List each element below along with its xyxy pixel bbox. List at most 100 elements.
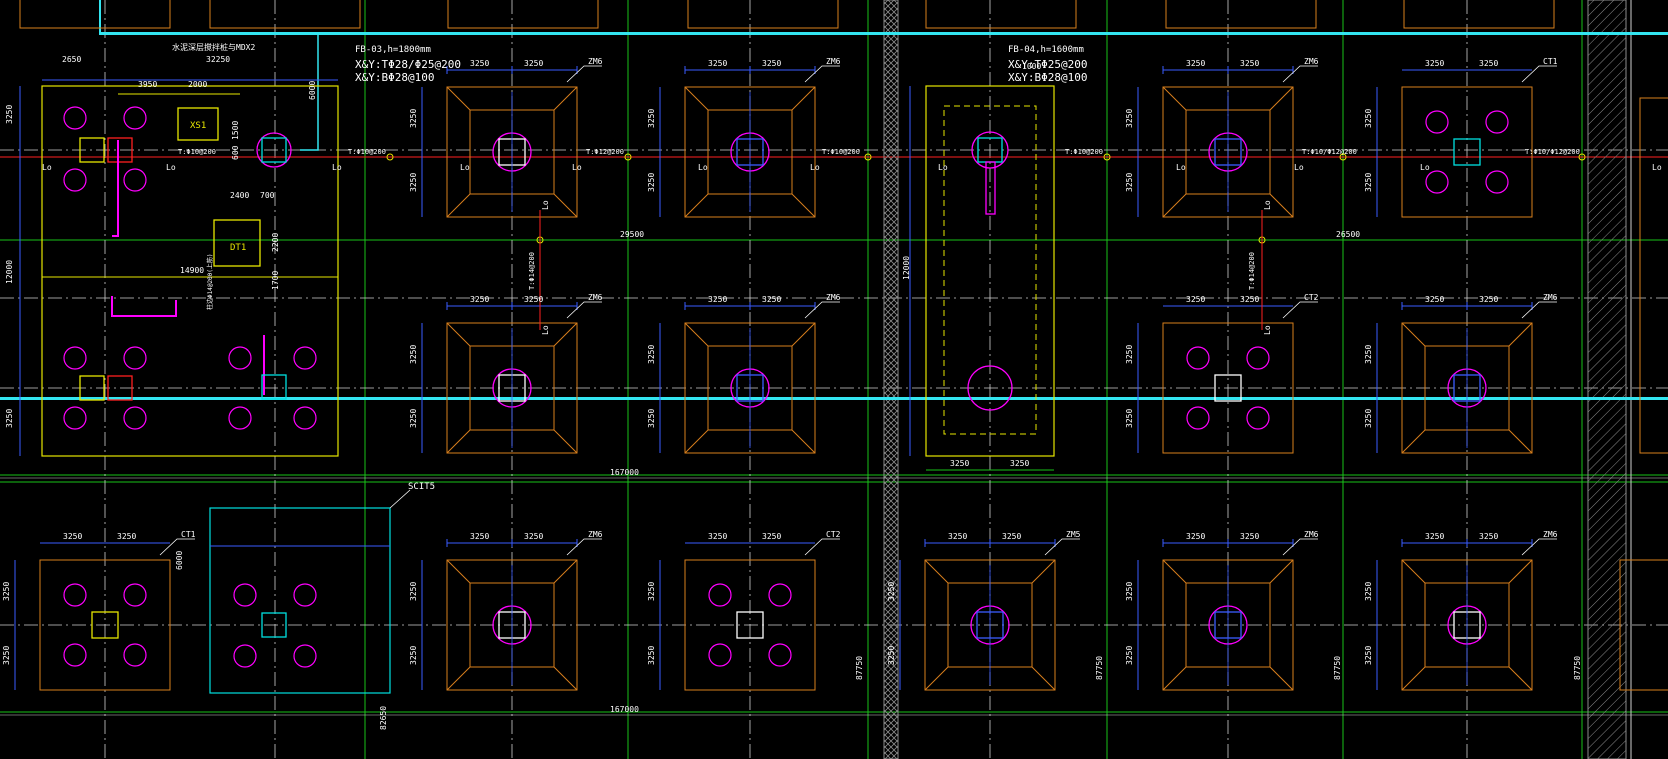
cap-dim-label-a-5: 3250 [1425,295,1444,304]
cap-dimension-labels: 3250 3250 3250 3250 3250 3250 3250 3250 3250 3250… [2,59,1498,665]
pile-cap-outer [684,86,816,218]
dim-29500: 29500 [620,230,644,239]
fp-dim-b-3: 3250 [762,532,781,541]
cap-dim-label-v1-3: 3250 [409,345,418,364]
cap-dim-label-a-8: 3250 [1186,532,1205,541]
fb03-title: FB-03,h=1800mm [355,45,431,55]
pile-label-fp-0: CT1 [1543,57,1558,66]
cap-leader [804,65,840,83]
cap-dim-label-b-8: 3250 [1240,532,1259,541]
pile-1 [1485,110,1509,134]
pile-cap-diag-2 [553,193,578,218]
scit5-block [209,489,411,694]
pile-label-0: ZM6 [588,57,603,66]
top-partial-cap-0 [19,0,171,29]
dim-6000-v2: 6000 [175,551,184,570]
cap-dim-label-v2-4: 3250 [647,409,656,428]
beam-label-2: T:Φ10@200 [348,148,386,156]
cap-leader [1521,538,1557,556]
dim-2400: 2400 [230,191,249,200]
cap-dim-label-a-1: 3250 [708,59,727,68]
beam-label-6: T:Φ10/Φ12@200 [1302,148,1357,156]
four-pile-cap-outline [39,559,171,691]
fb04-pit [985,161,996,215]
cap-leader [804,301,840,319]
column-square [736,611,764,639]
pile-cap-diag-2 [791,429,816,454]
magenta-wall-a [112,140,119,237]
pile-cap-diag-0 [1401,559,1426,584]
four-pile-cap-3 [659,538,840,691]
pile-3 [1246,406,1270,430]
pile-cap-diag-3 [1162,666,1187,691]
pile-2 [708,643,732,667]
cap-dim-label-b-1: 3250 [762,59,781,68]
fb04-bottom-rebar: X&Y:BΦ28@100 [1008,71,1087,84]
scit5-leader [389,489,411,509]
cap-dim-label-a-9: 3250 [1425,532,1444,541]
pile-label-8: ZM6 [1304,530,1319,539]
lo-tag-v4: Lo [1263,325,1272,335]
top-partial-cap-2 [447,0,599,29]
pile-label-fp-2: CT1 [181,530,196,539]
lo-tag-6: Lo [810,163,820,172]
beam-label-3: T:Φ12@200 [586,148,624,156]
pile-cap-2 [1137,65,1318,218]
cap-dim-label-v2-6: 3250 [409,646,418,665]
fb03-col [261,137,287,163]
cyan-beams [0,0,1668,400]
cap-dim-label-a-0: 3250 [470,59,489,68]
scit5-label: SCIT5 [408,482,435,492]
note-cn-label: 水泥深层搅拌桩与MDX2 [172,42,255,52]
fb04-outline [925,85,1055,457]
pile-label-5: ZM6 [1543,293,1558,302]
cap-dim-label-v2-5: 3250 [1364,409,1373,428]
hatched-wall-right [1587,0,1627,759]
fb04-top-rebar: X&Y:TΦ25@200 [1008,58,1087,71]
scit5-pile-2 [233,644,257,668]
pile-3 [123,643,147,667]
pile-label-9: ZM6 [1543,530,1558,539]
right-edge-cap-low [1619,559,1668,691]
fb03-raft [19,79,339,457]
dim-2200-v: 2200 [271,233,280,252]
cap-dim-label-b-2: 3250 [1240,59,1259,68]
pile-0 [1425,110,1449,134]
pile-cap-diag-3 [684,193,709,218]
pile-cap-diag-1 [553,86,578,111]
dim-1000: 1000 [1022,62,1041,71]
pile-cap-outer [1401,322,1533,454]
pile-3 [768,643,792,667]
pile-1 [768,583,792,607]
cap-leader [159,538,195,556]
fp-dim-b-0: 3250 [1479,59,1498,68]
lo-tag-8: Lo [1176,163,1186,172]
fb04-dim-a: 3250 [950,459,969,468]
cap-dim-label-v2-3: 3250 [409,409,418,428]
column-square [91,611,119,639]
pile-cap-diag-1 [1508,322,1533,347]
fp-dim-v1-3: 3250 [647,582,656,601]
lo-tag-v3: Lo [1263,200,1272,210]
fb03-pile-10 [228,406,252,430]
fb03-pile-7 [293,346,317,370]
pile-cap-diag-2 [1269,666,1294,691]
four-pile-cap-outline [1162,322,1294,454]
fb03-bottom-rebar: X&Y:BΦ28@100 [355,71,434,84]
foundation-rafts [19,79,1055,694]
pile-cap-7 [899,538,1080,691]
pile-cap-diag-1 [1269,86,1294,111]
hatched-walls [883,0,1632,759]
pile-0 [708,583,732,607]
fp-dim-v2-1: 3250 [1125,409,1134,428]
pile-cap-diag-3 [1162,193,1187,218]
beam-label-7: T:Φ10/Φ12@200 [1525,148,1580,156]
cap-dim-label-b-5: 3250 [1479,295,1498,304]
pile-cap-diag-2 [553,429,578,454]
cap-dim-label-v1-6: 3250 [409,582,418,601]
cap-dim-label-v2-7: 3250 [887,646,896,665]
lo-tag-2: Lo [332,163,342,172]
pile-label-fp-1: CT2 [1304,293,1319,302]
